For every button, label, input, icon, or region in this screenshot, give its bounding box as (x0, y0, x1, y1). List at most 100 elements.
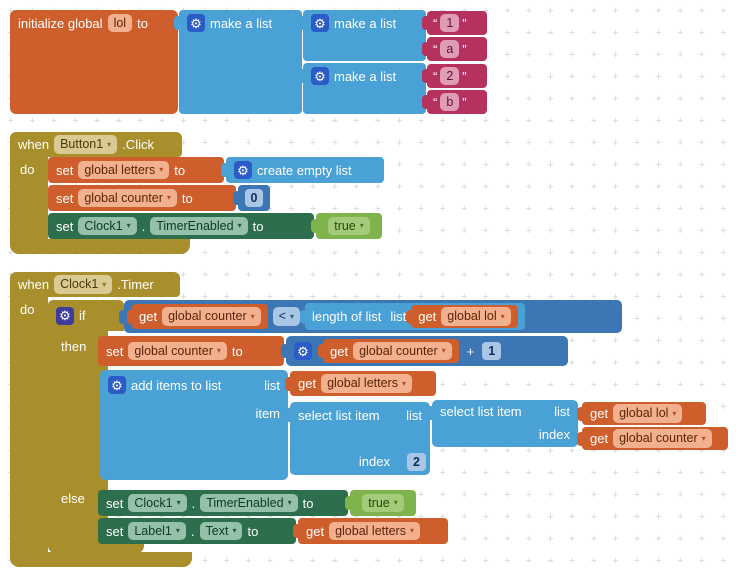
add-items-to-list-block[interactable]: ⚙ add items to list list item (100, 370, 288, 480)
initialize-global-block[interactable]: initialize global lol to (10, 10, 178, 114)
get-variable-block[interactable]: get global letters▾ (285, 371, 436, 396)
open-quote-label: “ (433, 41, 438, 57)
mutator-gear-icon[interactable]: ⚙ (187, 14, 205, 32)
dot-label: . (141, 218, 146, 234)
set-variable-block[interactable]: set global counter▾ to (98, 336, 284, 366)
index-param-label: index (358, 454, 390, 469)
component-dropdown[interactable]: Clock1▾ (128, 493, 187, 513)
close-quote-label: ” (462, 15, 467, 31)
dropdown-arrow-icon: ▾ (216, 346, 221, 355)
event-label: .Click (122, 137, 154, 152)
component-dropdown[interactable]: Button1▾ (54, 135, 118, 154)
variable-dropdown[interactable]: global letters▾ (78, 160, 170, 180)
select-list-item-outer-block[interactable]: select list item list index 2 (285, 402, 430, 475)
logic-dropdown[interactable]: true▾ (328, 216, 370, 236)
text-string-block[interactable]: “ 1 ” (422, 11, 487, 35)
then-label: then (61, 339, 87, 354)
to-label: to (247, 523, 259, 539)
number-field[interactable]: 2 (407, 453, 426, 471)
text-string-block[interactable]: “ a ” (422, 37, 487, 61)
if-block-header[interactable]: ⚙ if (48, 300, 124, 331)
mutator-gear-icon[interactable]: ⚙ (311, 14, 329, 32)
get-variable-block[interactable]: get global counter▾ (127, 304, 268, 329)
number-block[interactable]: 0 (233, 185, 270, 211)
open-quote-label: “ (433, 15, 438, 31)
dropdown-arrow-icon: ▾ (393, 498, 398, 507)
property-dropdown[interactable]: Text▾ (199, 521, 243, 541)
to-label: to (137, 15, 148, 31)
make-a-list-inner1-block[interactable]: ⚙ make a list (298, 10, 426, 61)
item-param-label: item (255, 405, 280, 421)
dot-label: . (190, 523, 195, 539)
variable-dropdown[interactable]: global counter▾ (613, 429, 712, 448)
component-dropdown[interactable]: Clock1▾ (54, 275, 113, 294)
select-list-item-inner-block[interactable]: select list item list index (427, 400, 578, 447)
make-a-list-outer-block[interactable]: ⚙ make a list (174, 10, 302, 114)
number-field[interactable]: 0 (244, 189, 264, 207)
logic-dropdown[interactable]: true▾ (362, 493, 404, 513)
variable-dropdown[interactable]: global letters▾ (321, 374, 412, 393)
component-dropdown[interactable]: Clock1▾ (78, 216, 137, 236)
mutator-gear-icon[interactable]: ⚙ (234, 161, 252, 179)
mutator-gear-icon[interactable]: ⚙ (56, 306, 74, 325)
property-dropdown[interactable]: TimerEnabled▾ (150, 216, 248, 236)
mutator-gear-icon[interactable]: ⚙ (311, 67, 329, 85)
to-label: to (174, 162, 186, 178)
dropdown-arrow-icon: ▾ (409, 526, 414, 535)
mutator-gear-icon[interactable]: ⚙ (294, 342, 312, 360)
dropdown-arrow-icon: ▾ (166, 193, 171, 202)
dropdown-arrow-icon: ▾ (176, 498, 181, 507)
create-empty-list-block[interactable]: ⚙ create empty list (221, 157, 384, 183)
make-a-list-inner2-block[interactable]: ⚙ make a list (298, 63, 426, 114)
get-variable-block[interactable]: get global lol▾ (577, 402, 706, 425)
dropdown-arrow-icon: ▾ (701, 433, 706, 443)
if-label: if (79, 308, 86, 323)
get-label: get (298, 376, 317, 391)
logic-true-block[interactable]: true▾ (345, 490, 416, 516)
variable-dropdown[interactable]: global counter▾ (353, 341, 452, 361)
when-button1-click-block[interactable]: when Button1▾ .Click (10, 132, 182, 157)
text-field[interactable]: 2 (440, 66, 460, 86)
when-clock1-timer-block[interactable]: when Clock1▾ .Timer (10, 272, 180, 297)
get-variable-block[interactable]: get global letters▾ (293, 518, 448, 544)
mutator-gear-icon[interactable]: ⚙ (108, 376, 126, 394)
set-variable-block[interactable]: set global counter▾ to (48, 185, 236, 211)
text-field[interactable]: b (440, 92, 460, 112)
variable-dropdown[interactable]: global lol▾ (441, 307, 511, 326)
close-quote-label: ” (462, 41, 467, 57)
length-of-list-block[interactable]: length of list list get global lol▾ (299, 303, 525, 330)
variable-dropdown[interactable]: global counter▾ (128, 341, 227, 361)
variable-dropdown[interactable]: global letters▾ (329, 521, 420, 541)
get-variable-block[interactable]: get global lol▾ (406, 305, 518, 328)
component-dropdown[interactable]: Label1▾ (128, 521, 186, 541)
set-property-block[interactable]: set Clock1▾ . TimerEnabled▾ to (48, 213, 314, 239)
dropdown-arrow-icon: ▾ (289, 311, 294, 321)
set-property-block[interactable]: set Clock1▾ . TimerEnabled▾ to (98, 490, 348, 516)
number-field[interactable]: 1 (482, 342, 502, 360)
text-string-block[interactable]: “ b ” (422, 90, 487, 114)
text-field[interactable]: a (440, 39, 460, 59)
set-label: set (106, 343, 124, 359)
variable-dropdown[interactable]: global lol▾ (613, 404, 683, 423)
get-variable-block[interactable]: get global counter▾ (318, 339, 459, 363)
comparison-block[interactable]: get global counter▾ <▾ length of list li… (119, 300, 622, 333)
list-param-label: list (554, 404, 570, 419)
operator-dropdown[interactable]: <▾ (272, 307, 300, 326)
length-of-list-label: length of list (311, 309, 382, 324)
set-property-block[interactable]: set Label1▾ . Text▾ to (98, 518, 296, 544)
set-variable-block[interactable]: set global letters▾ to (48, 157, 224, 183)
property-dropdown[interactable]: TimerEnabled▾ (200, 493, 298, 513)
event-label: .Timer (117, 277, 154, 292)
text-field[interactable]: 1 (440, 13, 460, 33)
set-label: set (106, 523, 124, 539)
variable-dropdown[interactable]: global counter▾ (162, 307, 261, 326)
get-variable-block[interactable]: get global counter▾ (577, 427, 728, 450)
variable-dropdown[interactable]: global counter▾ (78, 188, 177, 208)
logic-true-block[interactable]: true▾ (311, 213, 382, 239)
do-label: do (20, 302, 35, 317)
text-string-block[interactable]: “ 2 ” (422, 64, 487, 88)
math-add-block[interactable]: ⚙ get global counter▾ + 1 (281, 336, 568, 366)
variable-name-field[interactable]: lol (107, 13, 133, 33)
list-param-label: list (264, 377, 280, 393)
